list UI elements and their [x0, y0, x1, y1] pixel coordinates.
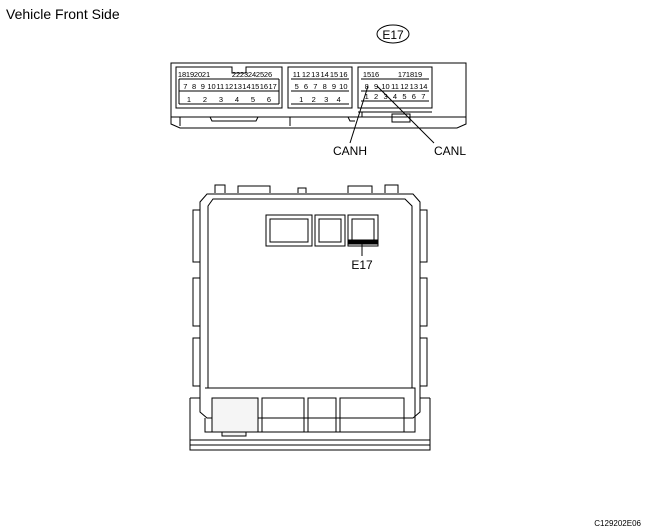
pin-label: 23: [240, 70, 248, 79]
pin-label: 11: [293, 70, 301, 79]
pin-label: 11: [391, 82, 399, 91]
canl-leader: [376, 85, 435, 144]
e17-highlight: [348, 239, 378, 245]
pin-label: 8: [192, 82, 196, 91]
pin-label: 15: [330, 70, 338, 79]
pin-label: 7: [183, 82, 187, 91]
connector-housing: [170, 62, 467, 129]
pin-label: 1: [187, 95, 191, 104]
pin-label: 7: [313, 82, 317, 91]
pin-label: 5: [402, 92, 406, 101]
pin-label: 8: [323, 82, 327, 91]
pin-label: 12: [302, 70, 310, 79]
pin-label: 10: [339, 82, 347, 91]
connector-code-oval: [376, 24, 410, 44]
pin-label: 4: [235, 95, 239, 104]
ecu-connector-label: E17: [351, 258, 373, 272]
pin-label: 25: [256, 70, 264, 79]
page-title: Vehicle Front Side: [6, 6, 120, 22]
pin-label: 7: [421, 92, 425, 101]
block-a-row3: 1 2 3 4 5 6: [187, 95, 271, 104]
pin-label: 12: [400, 82, 408, 91]
pin-label: 2: [203, 95, 207, 104]
pin-label: 9: [332, 82, 336, 91]
pin-label: 16: [339, 70, 347, 79]
pin-label: 10: [207, 82, 215, 91]
pin-label: 20: [194, 70, 202, 79]
pin-label: 13: [410, 82, 418, 91]
pin-label: 18: [178, 70, 186, 79]
pin-label: 3: [324, 95, 328, 104]
pin-label: 16: [260, 82, 268, 91]
canh-label: CANH: [333, 144, 367, 158]
pin-label: 15: [363, 70, 371, 79]
pin-label: 5: [251, 95, 255, 104]
pin-label: 24: [248, 70, 256, 79]
pin-label: 21: [202, 70, 210, 79]
pin-label: 3: [219, 95, 223, 104]
pin-label: 6: [267, 95, 271, 104]
pin-label: 16: [371, 70, 379, 79]
pin-label: 3: [383, 92, 387, 101]
pin-label: 1: [299, 95, 303, 104]
block-b: [287, 66, 353, 109]
block-a: [175, 66, 283, 109]
pin-label: 9: [201, 82, 205, 91]
pin-label: 14: [242, 82, 250, 91]
pin-label: 14: [419, 82, 427, 91]
pin-label: 4: [393, 92, 397, 101]
pin-label: 6: [412, 92, 416, 101]
pin-label: 10: [381, 82, 389, 91]
pin-label: 2: [312, 95, 316, 104]
block-c: [357, 66, 433, 109]
pin-label: 13: [234, 82, 242, 91]
pin-label: 18: [406, 70, 414, 79]
pin-label: 14: [320, 70, 328, 79]
pin-label: 19: [186, 70, 194, 79]
connector-code: E17: [382, 28, 404, 42]
pin-label: 19: [414, 70, 422, 79]
pin-label: 2: [374, 92, 378, 101]
canl-label: CANL: [434, 144, 466, 158]
pin-label: 13: [311, 70, 319, 79]
pin-label: 9: [374, 82, 378, 91]
pin-label: 17: [268, 82, 276, 91]
pin-label: 26: [264, 70, 272, 79]
canh-leader: [349, 85, 369, 144]
pin-label: 6: [304, 82, 308, 91]
pin-label: 12: [225, 82, 233, 91]
pin-label: 15: [251, 82, 259, 91]
pin-label: 8: [365, 82, 369, 91]
pin-label: 1: [365, 92, 369, 101]
pin-label: 22: [232, 70, 240, 79]
pin-label: 17: [398, 70, 406, 79]
pin-label: 11: [216, 82, 224, 91]
figure-id: C129202E06: [594, 519, 641, 528]
pin-label: 5: [295, 82, 299, 91]
pin-label: 4: [337, 95, 341, 104]
ecu-body: [189, 184, 431, 451]
